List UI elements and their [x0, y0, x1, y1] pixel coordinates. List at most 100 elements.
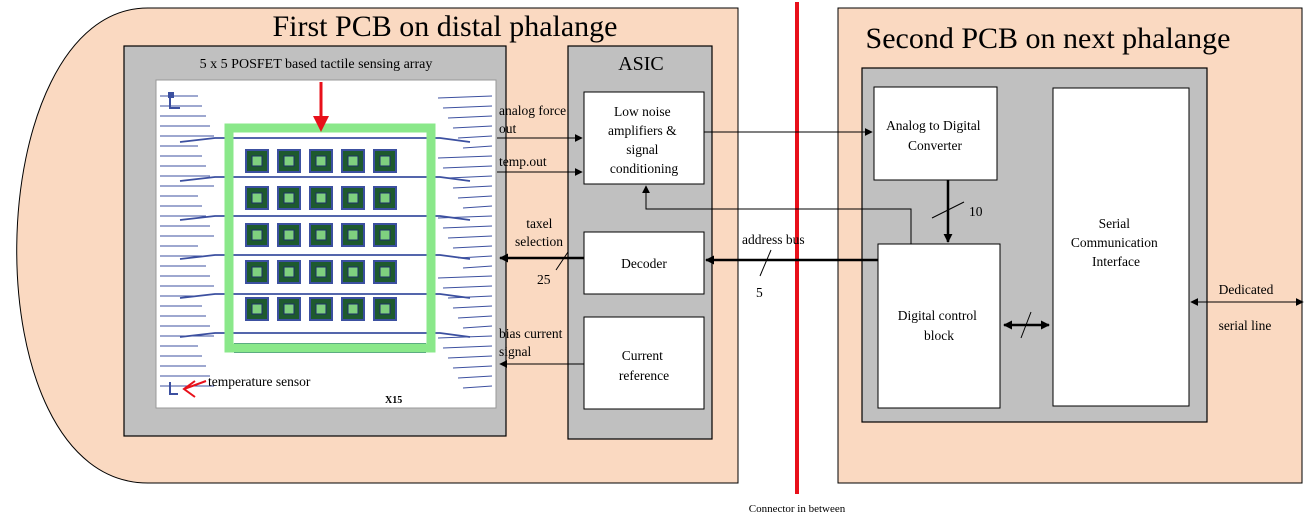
chip-trace	[442, 345, 493, 349]
chip-trace	[437, 155, 493, 159]
taxel	[245, 186, 269, 210]
address-bus-slash	[759, 249, 772, 277]
chip-trace	[457, 255, 493, 259]
taxel	[341, 186, 365, 210]
chip-trace	[442, 225, 493, 229]
taxel	[341, 297, 365, 321]
first-pcb-title: First PCB on distal phalange	[273, 10, 618, 43]
taxel	[341, 149, 365, 173]
analog-force-label: analog force out	[499, 103, 569, 136]
taxel	[373, 223, 397, 247]
taxel	[309, 223, 333, 247]
asic-title: ASIC	[618, 53, 664, 75]
adc-bus-slash	[931, 201, 965, 219]
taxel-selection-label: taxel selection	[515, 216, 563, 249]
connector-label: Connector in between	[749, 503, 846, 515]
chip-trace	[452, 125, 493, 129]
decoder-label: Decoder	[621, 256, 667, 271]
temperature-sensor-label: temperature sensor	[208, 374, 311, 389]
dcb-to-lna-feedback-arrow	[642, 185, 912, 244]
chip-trace	[452, 365, 493, 369]
taxel	[309, 149, 333, 173]
chip-trace	[447, 235, 493, 239]
taxel	[245, 149, 269, 173]
serial-interface-box	[1052, 87, 1190, 407]
taxel	[277, 223, 301, 247]
chip-trace	[179, 176, 471, 182]
chip-trace	[179, 254, 471, 260]
temperature-sensor-pad	[168, 92, 180, 395]
chip-trace	[462, 325, 493, 329]
taxel	[277, 260, 301, 284]
taxel-bus-slash	[555, 251, 569, 271]
chip-trace	[447, 355, 493, 359]
chip-trace	[179, 215, 471, 221]
taxel	[373, 149, 397, 173]
chip-trace	[457, 375, 493, 379]
chip-trace	[457, 135, 493, 139]
taxel	[373, 297, 397, 321]
taxel	[277, 186, 301, 210]
chip-trace	[447, 295, 493, 299]
taxel	[309, 260, 333, 284]
posfet-chip-image: X15	[155, 79, 497, 409]
dcb-sci-slash	[1020, 311, 1032, 339]
adc-bits-label: 10	[969, 204, 983, 219]
chip-trace	[452, 305, 493, 309]
decoder-box	[583, 231, 705, 295]
taxel	[245, 297, 269, 321]
chip-code-label: X15	[385, 395, 402, 406]
taxel	[373, 186, 397, 210]
chip-trace	[452, 245, 493, 249]
address-bus-width-label: 5	[756, 285, 763, 300]
bias-current-label: bias current signal	[499, 326, 566, 359]
chip-trace	[179, 137, 471, 143]
taxel	[277, 149, 301, 173]
taxel	[245, 260, 269, 284]
taxel	[341, 260, 365, 284]
lna-label: Low noise amplifiers & signal conditioni…	[608, 104, 680, 176]
temp-out-label: temp.out	[499, 154, 547, 169]
taxel	[309, 297, 333, 321]
serial-interface-label: Serial Communication Interface	[1071, 216, 1161, 269]
chip-trace	[437, 275, 493, 279]
chip-trace	[437, 95, 493, 99]
chip-trace	[437, 215, 493, 219]
sensor-array-label: 5 x 5 POSFET based tactile sensing array	[200, 57, 433, 72]
chip-trace	[462, 145, 493, 149]
chip-trace	[462, 205, 493, 209]
guard-ring	[224, 123, 436, 353]
taxel	[373, 260, 397, 284]
digital-control-label: Digital control block	[898, 308, 980, 343]
taxel	[245, 223, 269, 247]
dedicated-label: Dedicated	[1219, 282, 1274, 297]
taxel	[341, 223, 365, 247]
adc-label: Analog to Digital Converter	[886, 118, 984, 153]
chip-trace	[457, 195, 493, 199]
chip-trace	[442, 285, 493, 289]
chip-trace	[462, 385, 493, 389]
force-arrow-icon	[313, 82, 329, 132]
chip-trace	[447, 175, 493, 179]
taxel	[277, 297, 301, 321]
taxel	[309, 186, 333, 210]
current-reference-label: Current reference	[619, 348, 669, 383]
digital-control-block	[877, 243, 1001, 409]
address-bus-label: address bus	[742, 232, 805, 247]
second-pcb-title: Second PCB on next phalange	[866, 22, 1231, 55]
temperature-sensor-arrow-icon	[182, 380, 207, 398]
chip-trace	[437, 335, 493, 339]
current-reference-box	[583, 316, 705, 410]
adc-box	[873, 86, 998, 181]
lna-box	[583, 91, 705, 185]
chip-trace	[462, 265, 493, 269]
chip-trace	[179, 332, 471, 338]
taxel-count-label: 25	[537, 272, 551, 287]
chip-trace	[457, 315, 493, 319]
chip-trace	[452, 185, 493, 189]
chip-trace	[442, 165, 493, 169]
serial-line-label: serial line	[1219, 318, 1272, 333]
chip-trace	[447, 115, 493, 119]
